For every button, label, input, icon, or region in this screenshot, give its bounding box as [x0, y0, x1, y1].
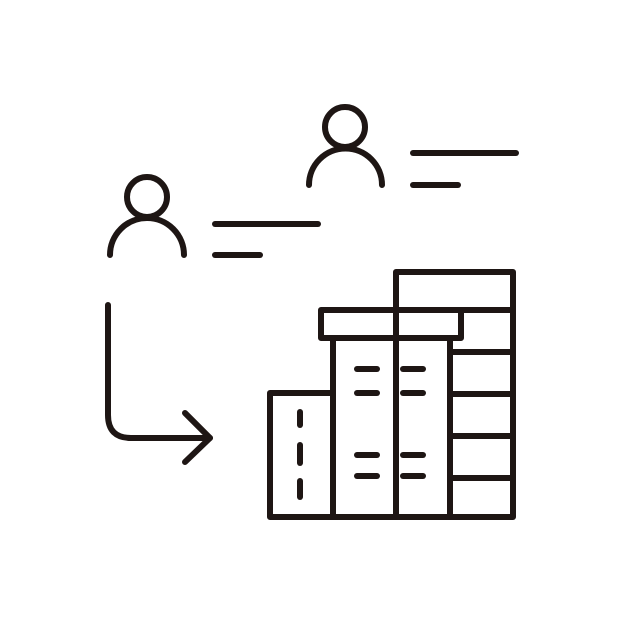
- person-head: [124, 174, 170, 220]
- person-icon-right: [306, 104, 519, 188]
- person-body: [306, 145, 385, 188]
- arrow-icon: [105, 302, 213, 465]
- person-body: [107, 215, 187, 258]
- building-center: [318, 307, 464, 520]
- person-head: [322, 104, 368, 150]
- person-icon-left: [107, 174, 321, 258]
- building-left: [267, 390, 336, 520]
